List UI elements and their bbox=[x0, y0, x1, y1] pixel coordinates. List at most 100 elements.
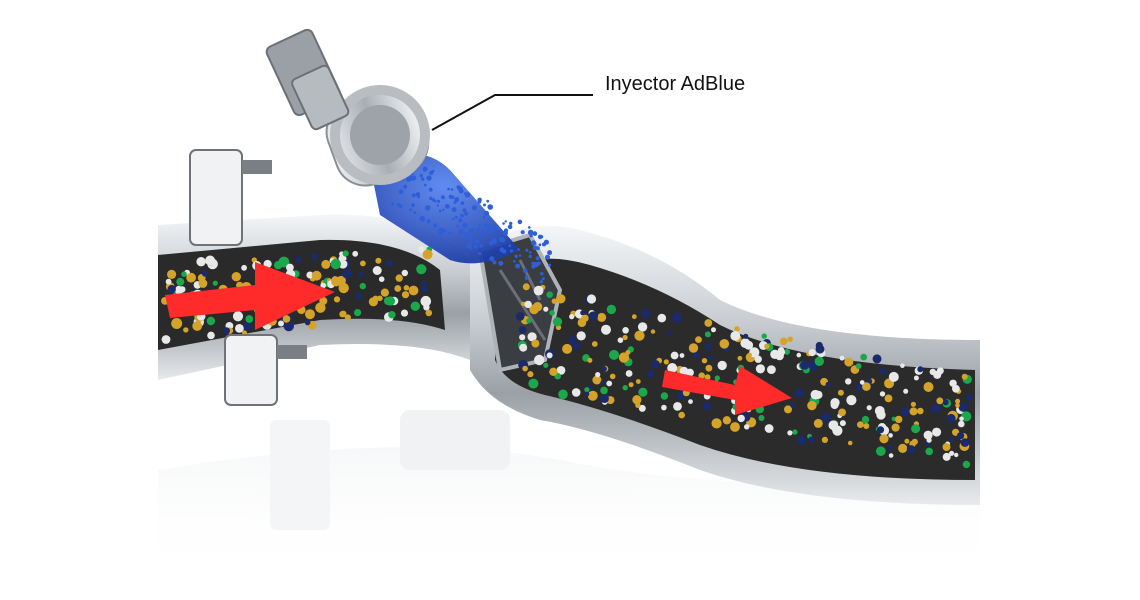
particle bbox=[737, 414, 745, 423]
particle bbox=[814, 356, 824, 366]
particle bbox=[520, 230, 525, 235]
particle bbox=[702, 401, 712, 411]
particle bbox=[917, 407, 924, 415]
particle bbox=[660, 392, 669, 400]
particle bbox=[531, 264, 536, 269]
particle bbox=[519, 343, 528, 352]
particle bbox=[962, 460, 971, 469]
particle bbox=[637, 322, 648, 332]
particle bbox=[483, 203, 486, 207]
particle bbox=[955, 403, 960, 408]
particle bbox=[513, 260, 516, 263]
particle bbox=[546, 352, 553, 359]
particle bbox=[857, 421, 864, 428]
particle bbox=[514, 254, 518, 258]
particle bbox=[385, 296, 396, 306]
particle bbox=[431, 198, 436, 202]
particle bbox=[235, 324, 244, 333]
particle bbox=[891, 416, 897, 422]
particle bbox=[942, 452, 951, 461]
particle bbox=[537, 234, 543, 240]
particle bbox=[339, 311, 346, 318]
particle bbox=[295, 256, 302, 263]
particle bbox=[398, 189, 404, 194]
particle bbox=[609, 373, 616, 380]
particle bbox=[767, 365, 776, 374]
particle bbox=[586, 294, 597, 304]
particle bbox=[441, 195, 445, 200]
particle bbox=[719, 339, 730, 349]
particle bbox=[860, 353, 868, 361]
particle bbox=[488, 240, 494, 246]
particle bbox=[600, 386, 608, 395]
particle bbox=[517, 219, 523, 225]
particle bbox=[587, 357, 593, 363]
particle bbox=[330, 258, 341, 270]
particle bbox=[448, 194, 453, 199]
particle bbox=[508, 225, 512, 228]
particle bbox=[730, 331, 741, 341]
particle bbox=[171, 318, 183, 329]
particle bbox=[488, 230, 492, 234]
particle bbox=[800, 360, 810, 370]
particle bbox=[568, 336, 576, 344]
particle bbox=[469, 241, 473, 244]
particle bbox=[274, 261, 283, 270]
particle bbox=[490, 227, 496, 233]
particle bbox=[876, 410, 886, 420]
particle bbox=[846, 395, 857, 406]
particle bbox=[331, 276, 342, 287]
particle bbox=[487, 204, 494, 210]
particle bbox=[378, 276, 385, 283]
particle bbox=[911, 424, 921, 434]
particle bbox=[385, 259, 393, 267]
particle bbox=[429, 196, 433, 201]
particle bbox=[518, 254, 522, 257]
particle bbox=[475, 239, 479, 244]
particle bbox=[492, 260, 497, 265]
particle bbox=[761, 333, 767, 339]
particle bbox=[859, 380, 865, 385]
particle bbox=[532, 302, 543, 312]
particle bbox=[305, 309, 315, 320]
particle bbox=[282, 315, 291, 323]
particle bbox=[508, 244, 512, 248]
particle bbox=[556, 366, 566, 375]
particle bbox=[396, 203, 401, 207]
particle bbox=[888, 371, 899, 382]
particle bbox=[887, 444, 893, 450]
particle bbox=[311, 253, 319, 261]
particle bbox=[839, 420, 846, 427]
particle bbox=[466, 243, 473, 249]
particle bbox=[600, 394, 609, 404]
particle bbox=[528, 251, 532, 254]
particle bbox=[879, 368, 886, 375]
particle bbox=[867, 378, 873, 384]
particle bbox=[666, 331, 672, 336]
particle bbox=[165, 278, 172, 285]
particle bbox=[517, 248, 520, 251]
particle bbox=[888, 453, 894, 458]
particle bbox=[537, 261, 541, 266]
particle bbox=[558, 389, 568, 400]
particle bbox=[375, 257, 382, 264]
particle bbox=[895, 415, 903, 424]
particle bbox=[519, 334, 526, 341]
particle bbox=[359, 282, 366, 290]
particle bbox=[900, 363, 905, 369]
particle bbox=[948, 436, 955, 443]
particle bbox=[344, 314, 351, 321]
particle bbox=[438, 227, 444, 233]
particle bbox=[866, 405, 872, 411]
particle bbox=[245, 315, 254, 323]
particle bbox=[597, 312, 607, 322]
particle bbox=[796, 352, 802, 358]
particle bbox=[587, 390, 598, 401]
particle bbox=[784, 348, 790, 355]
particle bbox=[522, 365, 528, 372]
particle bbox=[743, 333, 749, 339]
particle bbox=[933, 370, 942, 379]
particle bbox=[625, 350, 631, 355]
particle bbox=[617, 337, 624, 344]
